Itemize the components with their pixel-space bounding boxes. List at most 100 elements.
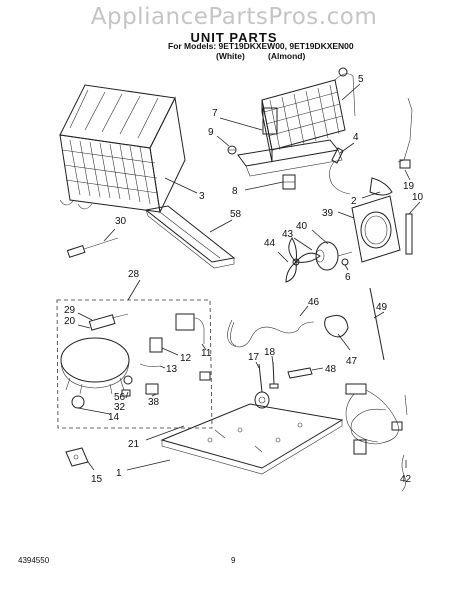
leader-1: [126, 459, 171, 471]
variant-white: (White): [216, 51, 245, 61]
callout-5: 5: [358, 74, 364, 85]
leader-18: [271, 355, 274, 365]
leader-48: [311, 367, 324, 371]
document-number: 4394550: [18, 556, 50, 565]
roller-21[interactable]: [254, 391, 270, 409]
power-cord[interactable]: [66, 237, 119, 258]
leader-39: [337, 211, 355, 219]
leader-14: [77, 407, 111, 415]
callout-58: 58: [230, 209, 242, 220]
callout-47: 47: [346, 356, 358, 367]
leader-58: [209, 219, 233, 233]
page-title: UNIT PARTS: [190, 30, 278, 45]
tubing-46[interactable]: [227, 319, 315, 348]
callout-20: 20: [64, 316, 76, 327]
leader-44: [277, 251, 289, 263]
leader-29: [77, 312, 93, 321]
leader-47: [337, 333, 351, 351]
callout-46: 46: [308, 297, 320, 308]
screw-18[interactable]: [269, 361, 279, 389]
leader-38: [151, 393, 157, 397]
capacitor-38[interactable]: [145, 383, 159, 395]
condenser-coil[interactable]: [59, 84, 186, 214]
relay-12[interactable]: [149, 337, 163, 353]
evaporator[interactable]: [261, 67, 356, 163]
clip-32[interactable]: [121, 389, 131, 397]
leader-10: [408, 201, 421, 215]
callout-12: 12: [180, 353, 192, 364]
leader-49: [373, 311, 385, 319]
leader-15: [87, 461, 95, 471]
screw-9[interactable]: [227, 145, 237, 155]
callout-49: 49: [376, 302, 388, 313]
callout-42: 42: [400, 474, 412, 485]
evaporator-tray[interactable]: [237, 139, 343, 177]
leader-2: [361, 191, 381, 199]
drain-tube[interactable]: [369, 177, 393, 196]
clip-upper[interactable]: [199, 371, 211, 381]
leader-43: [293, 237, 313, 251]
leader-32: [125, 391, 129, 399]
callout-28: 28: [128, 269, 140, 280]
callout-1: 1: [116, 468, 122, 479]
callout-19: 19: [403, 181, 415, 192]
leader-21: [145, 425, 185, 441]
defrost-tube[interactable]: [405, 213, 413, 255]
leader-28: [127, 279, 141, 301]
watermark: AppliancePartsPros.com: [90, 4, 378, 30]
bracket-8[interactable]: [282, 174, 296, 190]
leader-11: [201, 343, 207, 351]
tubing-47[interactable]: [324, 315, 349, 338]
leader-12: [161, 347, 179, 356]
drain-pan[interactable]: [144, 205, 236, 269]
leader-4: [339, 142, 355, 154]
leader-5: [341, 83, 361, 101]
callout-44: 44: [264, 238, 276, 249]
rod-49[interactable]: [369, 287, 385, 361]
model-numbers: For Models: 9ET19DKXEW00, 9ET19DKXEN00: [168, 41, 354, 51]
leader-8: [244, 181, 284, 191]
callout-7: 7: [212, 108, 218, 119]
leader-20: [77, 324, 91, 329]
callout-10: 10: [412, 192, 424, 203]
callout-8: 8: [232, 186, 238, 197]
screw-17[interactable]: [258, 363, 263, 393]
compressor-group[interactable]: [56, 299, 213, 429]
callout-38: 38: [148, 397, 160, 408]
callout-13: 13: [166, 364, 178, 375]
callout-56: 56: [114, 392, 126, 403]
clip-13[interactable]: [139, 363, 161, 367]
leader-40: [311, 229, 329, 245]
callout-29: 29: [64, 305, 76, 316]
clip-15[interactable]: [65, 447, 89, 467]
nut-6[interactable]: [341, 258, 349, 266]
callout-32: 32: [114, 402, 126, 413]
callout-15: 15: [91, 474, 103, 485]
leader-6: [344, 264, 349, 271]
relay-29[interactable]: [88, 313, 129, 331]
fan-blade[interactable]: [285, 237, 321, 283]
leader-17: [255, 361, 260, 369]
variant-almond: (Almond): [268, 51, 306, 61]
leader-30: [103, 228, 116, 242]
relay-cover[interactable]: [175, 313, 205, 344]
leader-7: [219, 117, 263, 131]
callout-6: 6: [345, 272, 351, 283]
defrost-wire[interactable]: [397, 97, 413, 169]
callout-14: 14: [108, 412, 120, 423]
callout-9: 9: [208, 127, 214, 138]
grommet-56[interactable]: [123, 375, 133, 385]
leader-9: [216, 135, 230, 147]
base-plate[interactable]: [160, 403, 344, 475]
callout-2: 2: [351, 196, 357, 207]
page-number: 9: [231, 556, 236, 565]
fan-motor[interactable]: [315, 241, 353, 271]
leader-3: [164, 177, 198, 194]
wire-harness[interactable]: [345, 383, 408, 492]
callout-48: 48: [325, 364, 337, 375]
leader-13: [159, 365, 166, 369]
callout-4: 4: [353, 132, 359, 143]
fan-shroud[interactable]: [351, 195, 401, 263]
tube-48[interactable]: [287, 367, 313, 379]
